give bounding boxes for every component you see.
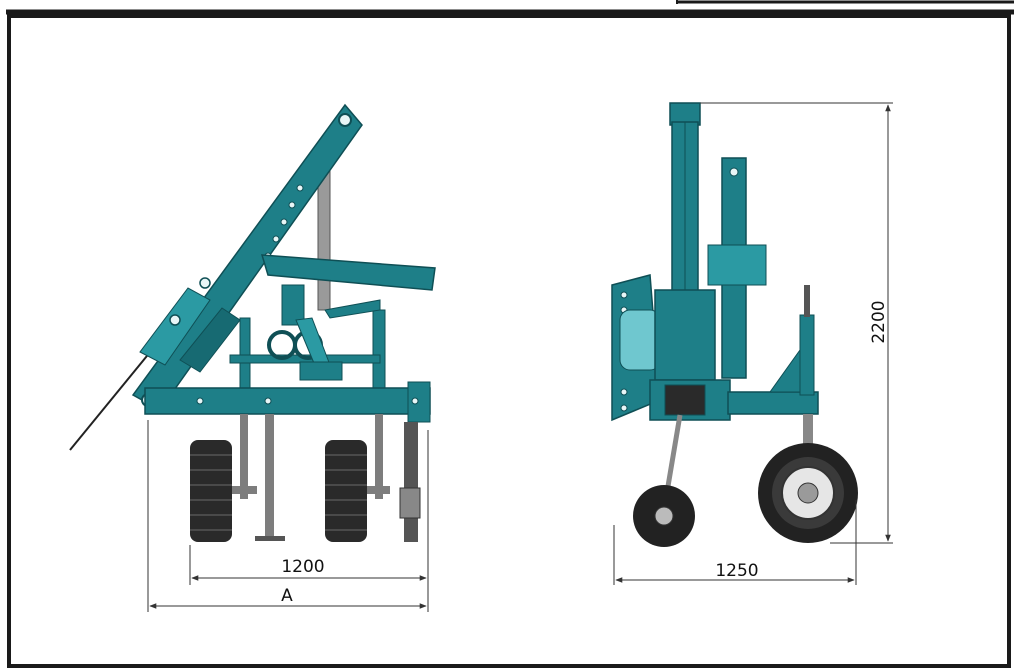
- dimension-overall-width: A: [147, 420, 427, 612]
- dimension-label-1200: 1200: [281, 557, 324, 577]
- drawing-frame: [6, 0, 1014, 668]
- dimension-label-2200: 2200: [869, 300, 889, 343]
- dimension-height: 2200: [700, 102, 893, 544]
- machine-side-view: [611, 102, 858, 547]
- dimension-track-width: 1200: [189, 430, 429, 612]
- dimension-label-a: A: [281, 586, 293, 606]
- dimension-label-1250: 1250: [715, 561, 758, 581]
- machine-rear-view: [69, 103, 436, 542]
